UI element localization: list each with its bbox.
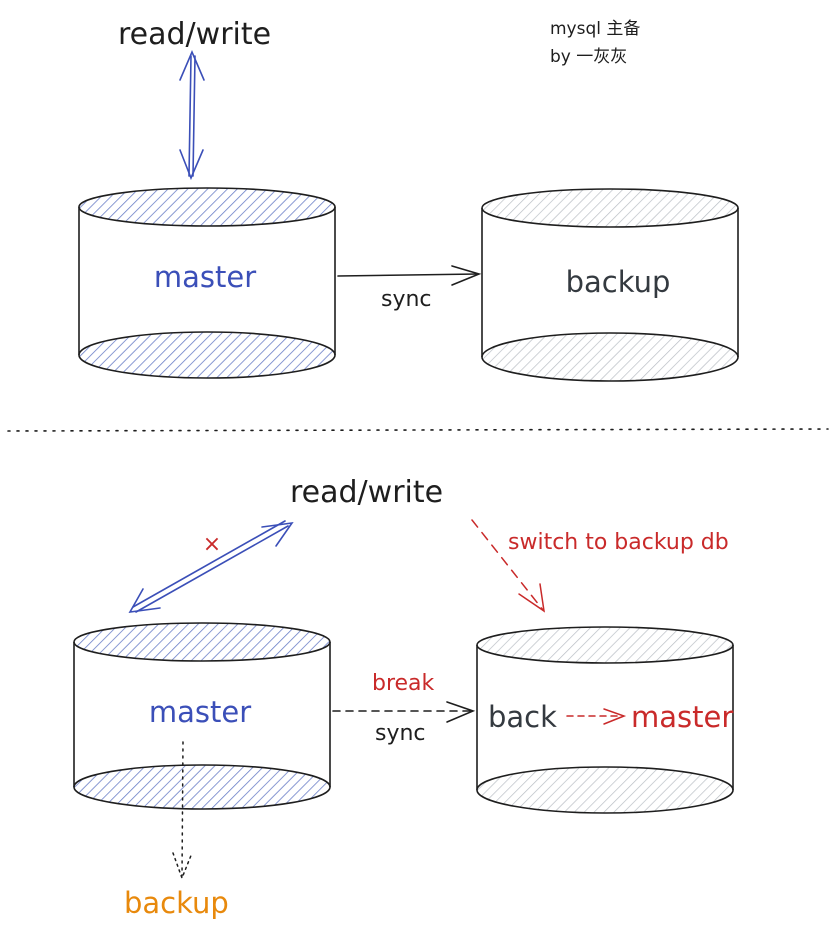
bottom-readwrite-arrow	[128, 520, 294, 614]
title-line-2: by 一灰灰	[550, 47, 627, 67]
bottom-master-label: master	[149, 695, 251, 729]
switch-label: switch to backup db	[508, 530, 729, 555]
bottom-backup-db	[476, 626, 734, 814]
bottom-backup-promoted: master	[631, 700, 733, 734]
top-backup-db	[481, 188, 739, 382]
top-readwrite-arrow	[179, 49, 205, 181]
demote-arrow	[172, 741, 193, 881]
break-label: break	[372, 671, 435, 696]
old-master-role-label: backup	[124, 886, 229, 920]
bottom-sync-arrow	[332, 701, 476, 723]
bottom-master-db	[73, 622, 331, 810]
top-sync-label: sync	[381, 287, 432, 312]
top-backup-label: backup	[566, 265, 671, 299]
title-line-1: mysql 主备	[550, 19, 640, 39]
bottom-client-label: read/write	[290, 475, 443, 510]
promote-arrow	[566, 708, 627, 725]
bottom-sync-label: sync	[375, 721, 426, 746]
top-client-label: read/write	[118, 17, 271, 52]
cross-mark: ×	[203, 532, 221, 557]
bottom-backup-prefix: back	[488, 700, 557, 734]
top-sync-arrow	[337, 265, 482, 286]
switch-arrow	[471, 519, 545, 613]
top-master-label: master	[154, 260, 256, 294]
section-divider	[7, 428, 829, 432]
top-master-db	[78, 187, 336, 379]
